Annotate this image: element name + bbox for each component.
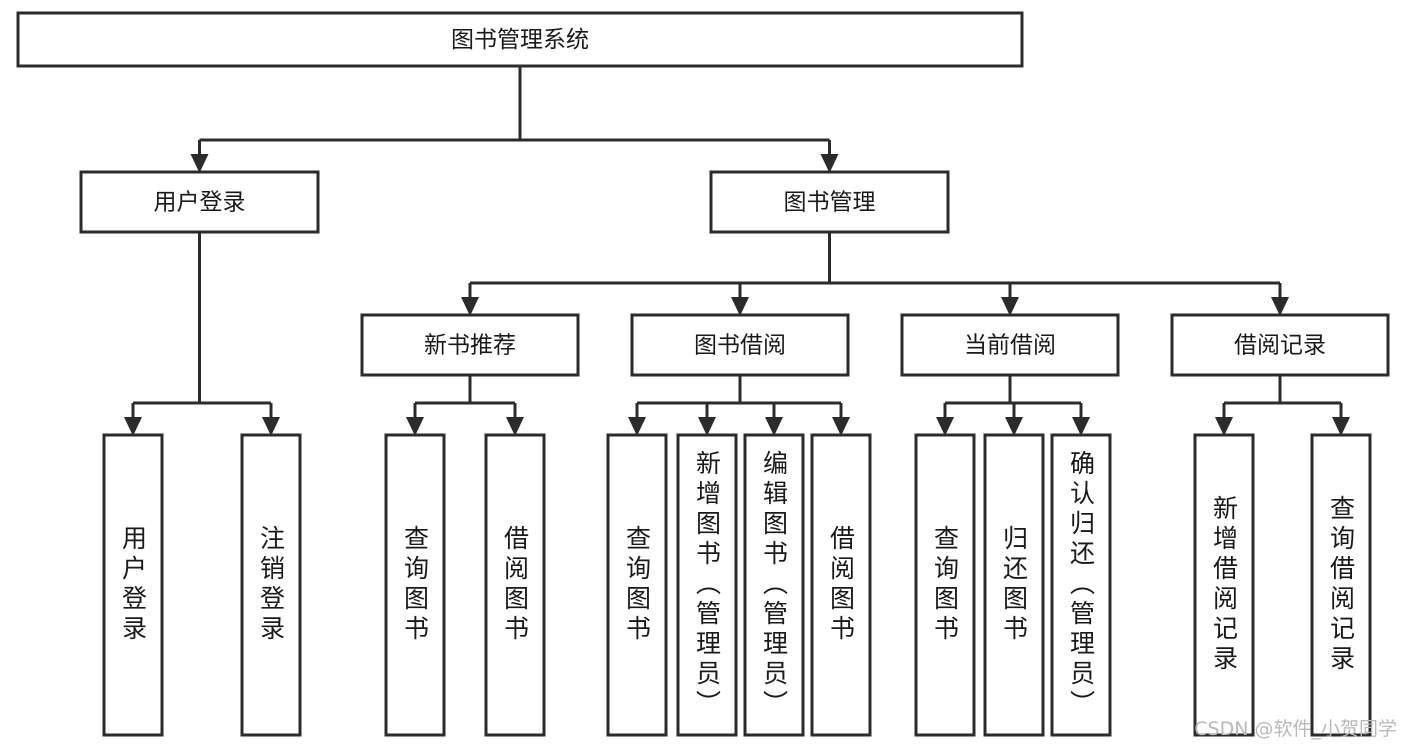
node-box-book-manage[interactable] <box>709 170 950 234</box>
node-box-leaf-query-book-rec[interactable] <box>384 433 446 737</box>
arrow-head <box>406 417 424 436</box>
node-box-leaf-borrow-book-rec[interactable] <box>484 433 546 737</box>
node-box-root[interactable] <box>16 11 1024 68</box>
node-label-book-manage: 图书管理 <box>784 190 876 216</box>
node-label-user-login: 用户登录 <box>154 190 246 216</box>
arrow-head <box>698 417 716 436</box>
node-box-book-borrow[interactable] <box>630 313 850 377</box>
node-box-leaf-logout[interactable] <box>240 433 302 737</box>
node-label-borrow-record: 借阅记录 <box>1234 333 1326 359</box>
arrow-head <box>1332 417 1350 436</box>
watermark: CSDN @软件_小贺同学 <box>1194 718 1397 740</box>
node-box-leaf-query-borrow-record[interactable] <box>1310 433 1372 737</box>
node-box-current-borrow[interactable] <box>900 313 1120 377</box>
node-box-leaf-return-book[interactable] <box>983 433 1045 737</box>
node-label-book-borrow: 图书借阅 <box>694 333 786 359</box>
node-box-leaf-add-book-admin[interactable] <box>676 433 738 737</box>
arrow-head <box>936 417 954 436</box>
node-box-leaf-confirm-return-admin[interactable] <box>1050 433 1112 737</box>
node-label-current-borrow: 当前借阅 <box>964 333 1056 359</box>
arrow-head <box>1271 297 1289 316</box>
node-box-leaf-edit-book-admin[interactable] <box>743 433 805 737</box>
node-box-leaf-user-login[interactable] <box>102 433 164 737</box>
arrow-head <box>1072 417 1090 436</box>
arrow-head <box>1215 417 1233 436</box>
node-label-root: 图书管理系统 <box>451 27 589 53</box>
box-layer <box>16 11 1390 737</box>
arrow-head <box>1005 417 1023 436</box>
arrow-head <box>832 417 850 436</box>
node-box-new-book-recommend[interactable] <box>360 313 580 377</box>
node-box-leaf-query-book-cur[interactable] <box>914 433 976 737</box>
arrow-head <box>731 297 749 316</box>
node-box-leaf-query-book-borrow[interactable] <box>606 433 668 737</box>
arrow-head <box>506 417 524 436</box>
node-box-borrow-record[interactable] <box>1170 313 1390 377</box>
arrow-head <box>628 417 646 436</box>
node-box-user-login[interactable] <box>79 170 320 234</box>
connector-layer <box>124 66 1350 436</box>
arrow-head <box>124 417 142 436</box>
arrow-head <box>190 154 209 173</box>
node-box-leaf-add-borrow-record[interactable] <box>1193 433 1255 737</box>
arrow-head <box>461 297 479 316</box>
arrow-head <box>765 417 783 436</box>
arrow-head <box>262 417 280 436</box>
arrow-head <box>820 154 839 173</box>
node-label-new-book-recommend: 新书推荐 <box>424 333 516 359</box>
node-box-leaf-borrow-book[interactable] <box>810 433 872 737</box>
arrow-head <box>1001 297 1019 316</box>
